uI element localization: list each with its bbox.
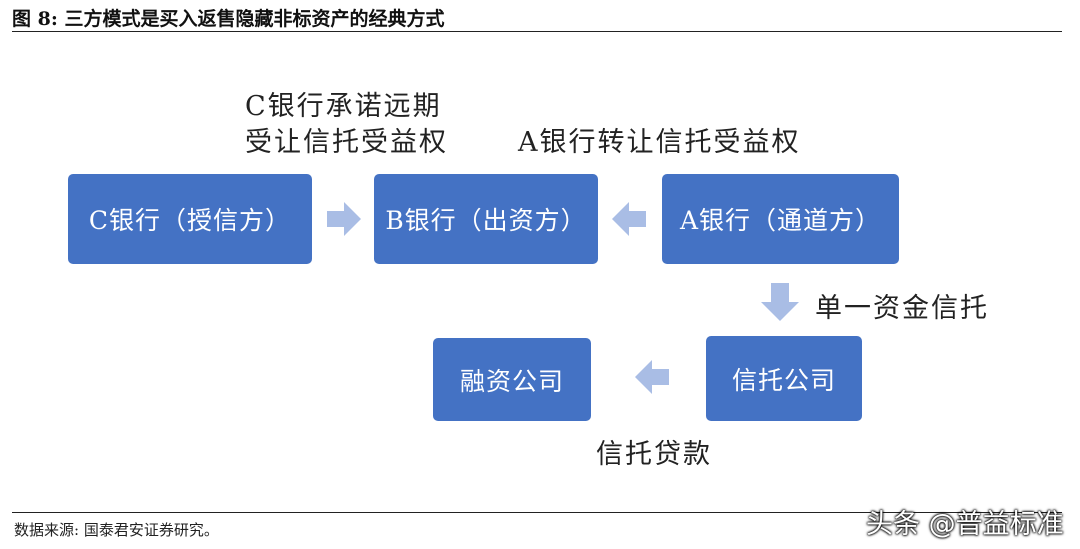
arrow-left-icon — [612, 202, 646, 236]
arrow-right-icon — [327, 202, 361, 236]
trust-company-node: 信托公司 — [706, 336, 862, 421]
a-bank-transfer-label: A银行转让信托受益权 — [518, 127, 801, 158]
c-bank-node: C银行（授信方） — [68, 174, 312, 264]
single-trust-label: 单一资金信托 — [815, 293, 989, 324]
arrow-left-icon — [635, 360, 669, 394]
c-bank-commitment-label-line1: C银行承诺远期 — [245, 91, 442, 122]
data-source-note: 数据来源: 国泰君安证券研究。 — [14, 521, 219, 539]
financing-company-node: 融资公司 — [433, 338, 591, 421]
bottom-rule — [12, 512, 1062, 513]
figure-title: 图 8: 三方模式是买入返售隐藏非标资产的经典方式 — [12, 8, 445, 30]
b-bank-node: B银行（出资方） — [374, 174, 598, 264]
arrow-down-icon — [761, 283, 799, 321]
watermark: 头条 @普益标准 — [866, 509, 1064, 540]
trust-loan-label: 信托贷款 — [596, 439, 712, 470]
top-rule — [12, 31, 1062, 32]
c-bank-commitment-label-line2: 受让信托受益权 — [245, 127, 448, 158]
a-bank-node: A银行（通道方） — [662, 174, 899, 264]
